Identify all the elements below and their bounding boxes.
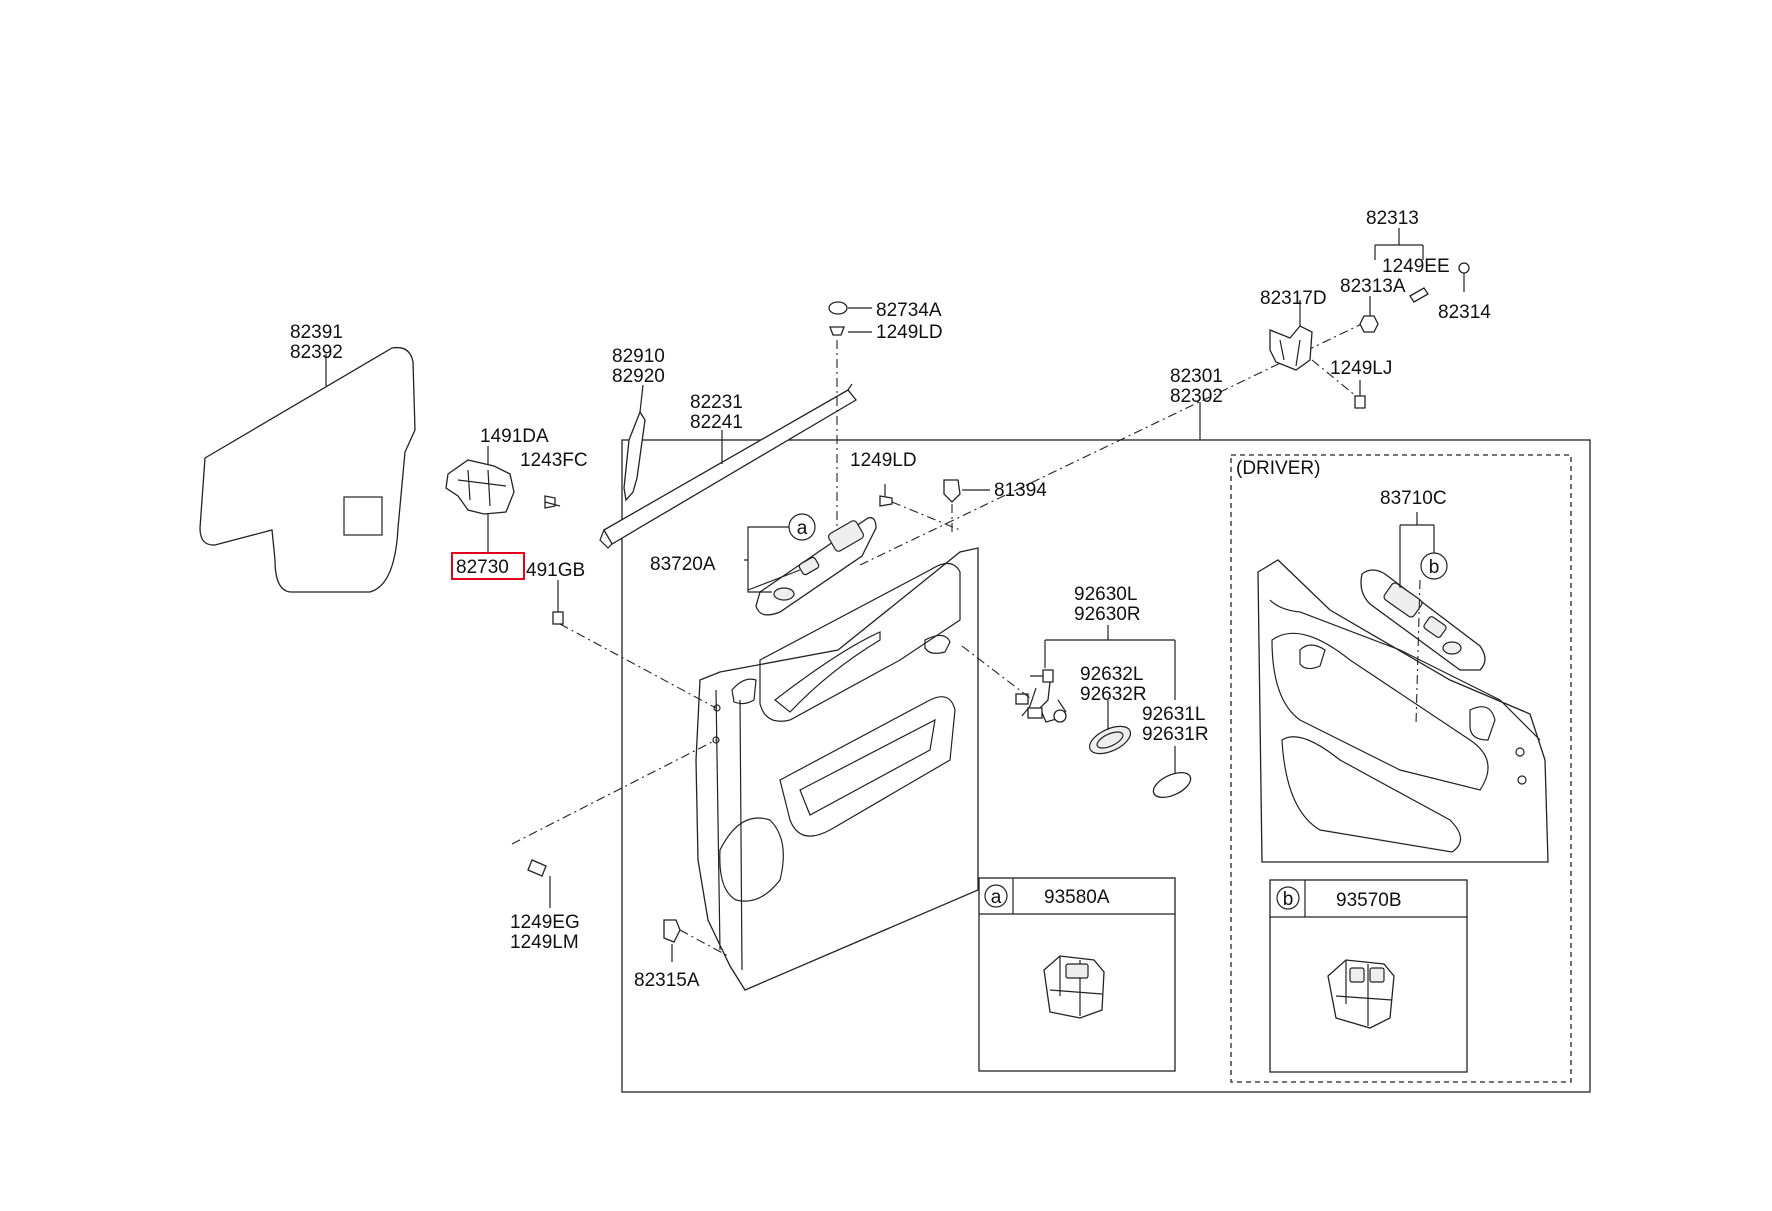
highlight-82730 <box>451 552 525 580</box>
label-82920: 82920 <box>612 366 665 387</box>
inset-a-badge <box>984 884 1008 908</box>
label-1249LM: 1249LM <box>510 932 579 953</box>
driver-frame <box>1230 454 1572 1083</box>
inset-a-badge-text: a <box>991 887 1002 908</box>
inset-b-badge-text: b <box>1283 889 1294 910</box>
label-82313: 82313 <box>1366 208 1419 229</box>
label-1249EG: 1249EG <box>510 912 580 933</box>
label-93570B: 93570B <box>1336 890 1402 911</box>
label-92631R: 92631R <box>1142 724 1209 745</box>
label-82315A: 82315A <box>634 970 700 991</box>
label-92631L: 92631L <box>1142 704 1205 725</box>
label-92632L: 92632L <box>1080 664 1143 685</box>
belt-moulding-82231 <box>603 389 857 545</box>
label-1249LD-mid: 1249LD <box>850 450 917 471</box>
screw-1249ld-top-icon <box>829 326 845 336</box>
inset-a-frame <box>978 877 1176 1072</box>
label-1491DA: 1491DA <box>480 426 549 447</box>
label-82301: 82301 <box>1170 366 1223 387</box>
inset-b-frame <box>1269 879 1468 1073</box>
label-1249EE: 1249EE <box>1382 256 1450 277</box>
screw-1249lj-icon <box>1354 395 1366 409</box>
screw-1249ee-icon <box>1409 287 1429 303</box>
callout-a-text: a <box>797 518 808 539</box>
label-82730: 82730 <box>456 557 509 578</box>
label-83710C: 83710C <box>1380 488 1447 509</box>
driver-door-panel <box>1257 559 1549 863</box>
label-1249LD-top: 1249LD <box>876 322 943 343</box>
cap-82734a-icon <box>828 301 848 315</box>
label-491GB: 491GB <box>526 560 585 581</box>
label-82391: 82391 <box>290 322 343 343</box>
trim-92632 <box>1088 725 1132 755</box>
callout-b-circle <box>1420 552 1448 580</box>
inset-b-badge <box>1276 886 1300 910</box>
door-trim-panel <box>695 547 979 991</box>
callout-b-text: b <box>1429 557 1440 578</box>
label-1243FC: 1243FC <box>520 450 588 471</box>
label-82313A: 82313A <box>1340 276 1406 297</box>
screw-1249ld-mid-icon <box>879 495 893 507</box>
bracket-82317d <box>1269 325 1313 371</box>
weatherstrip-82910 <box>623 410 646 502</box>
driver-label: (DRIVER) <box>1236 458 1320 479</box>
label-82231: 82231 <box>690 392 743 413</box>
label-83720A: 83720A <box>650 554 716 575</box>
label-92632R: 92632R <box>1080 684 1147 705</box>
label-82314: 82314 <box>1438 302 1491 323</box>
label-82910: 82910 <box>612 346 665 367</box>
label-82317D: 82317D <box>1260 288 1327 309</box>
label-1249LJ: 1249LJ <box>1330 358 1392 379</box>
bracket-82730 <box>445 459 515 515</box>
label-92630L: 92630L <box>1074 584 1137 605</box>
screw-1243fc-icon <box>544 495 556 509</box>
washer-82314-icon <box>1458 262 1470 274</box>
trim-92631 <box>1152 771 1192 799</box>
label-92630R: 92630R <box>1074 604 1141 625</box>
assembly-frame <box>621 439 1591 1093</box>
clip-491gb-icon <box>552 611 564 625</box>
label-82392: 82392 <box>290 342 343 363</box>
label-81394: 81394 <box>994 480 1047 501</box>
clip-81394-icon <box>943 479 961 503</box>
label-82241: 82241 <box>690 412 743 433</box>
label-82734A: 82734A <box>876 300 942 321</box>
clip-82315a-icon <box>663 919 681 943</box>
insulation-pad <box>199 346 416 593</box>
screw-1249eg-icon <box>527 859 547 877</box>
label-93580A: 93580A <box>1044 887 1110 908</box>
nut-82313a-icon <box>1359 315 1379 333</box>
switch-93580a <box>1043 955 1105 1019</box>
label-82302: 82302 <box>1170 386 1223 407</box>
